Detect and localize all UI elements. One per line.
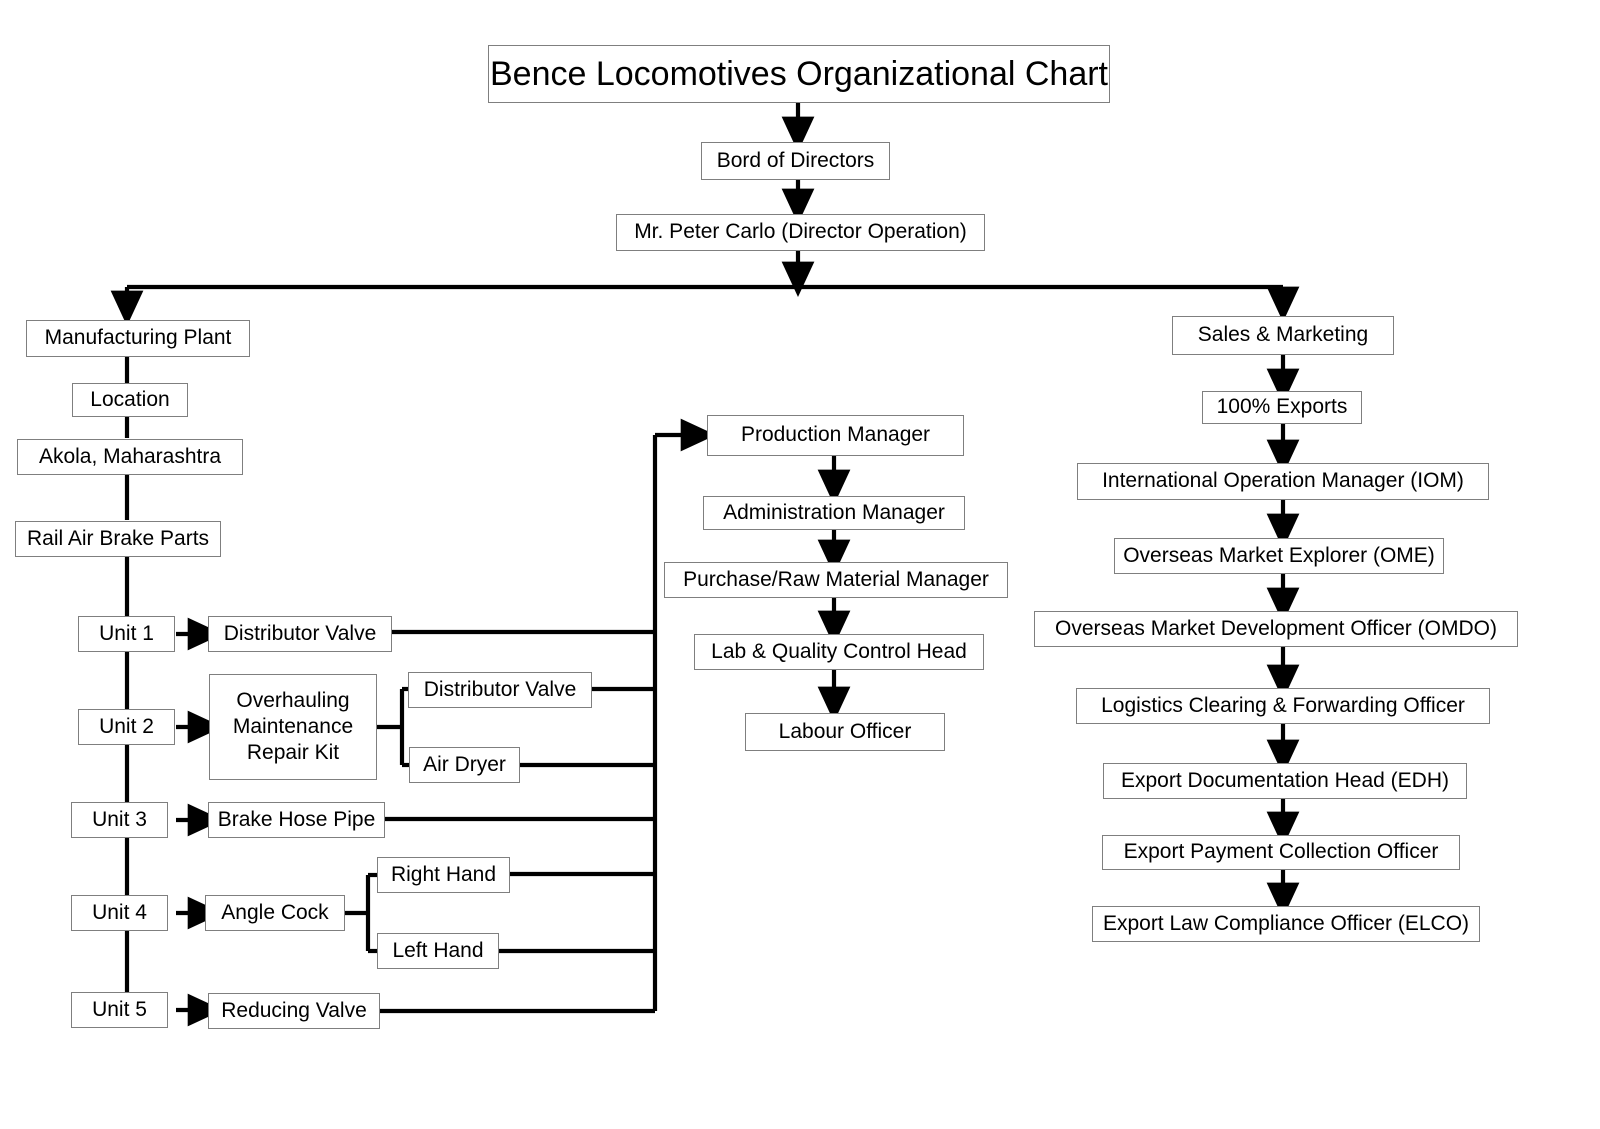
node-unit-5[interactable]: Unit 5 — [71, 992, 168, 1028]
node-logistics-clearing-forwarding-officer[interactable]: Logistics Clearing & Forwarding Officer — [1076, 688, 1490, 724]
node-production-manager[interactable]: Production Manager — [707, 415, 964, 456]
node-export-law-compliance-officer[interactable]: Export Law Compliance Officer (ELCO) — [1092, 906, 1480, 942]
node-subproduct-air-dryer[interactable]: Air Dryer — [409, 747, 520, 783]
node-location[interactable]: Location — [72, 383, 188, 417]
node-overseas-market-development-officer[interactable]: Overseas Market Development Officer (OMD… — [1034, 611, 1518, 647]
node-akola-maharashtra[interactable]: Akola, Maharashtra — [17, 439, 243, 475]
node-export-documentation-head[interactable]: Export Documentation Head (EDH) — [1103, 763, 1467, 799]
node-board-of-directors[interactable]: Bord of Directors — [701, 142, 890, 180]
node-subproduct-left-hand[interactable]: Left Hand — [377, 933, 499, 969]
node-unit-4[interactable]: Unit 4 — [71, 895, 168, 931]
node-product-reducing-valve[interactable]: Reducing Valve — [208, 993, 380, 1029]
node-international-operation-manager[interactable]: International Operation Manager (IOM) — [1077, 463, 1489, 500]
node-sales-marketing[interactable]: Sales & Marketing — [1172, 316, 1394, 355]
node-export-payment-collection-officer[interactable]: Export Payment Collection Officer — [1102, 835, 1460, 870]
node-overseas-market-explorer[interactable]: Overseas Market Explorer (OME) — [1114, 538, 1444, 574]
node-subproduct-distributor-valve[interactable]: Distributor Valve — [408, 672, 592, 708]
node-labour-officer[interactable]: Labour Officer — [745, 713, 945, 751]
node-product-overhauling-kit[interactable]: Overhauling Maintenance Repair Kit — [209, 674, 377, 780]
node-purchase-raw-material-manager[interactable]: Purchase/Raw Material Manager — [664, 562, 1008, 598]
node-unit-2[interactable]: Unit 2 — [78, 709, 175, 745]
node-subproduct-right-hand[interactable]: Right Hand — [377, 857, 510, 893]
product-line-3: Repair Kit — [246, 741, 340, 765]
node-exports[interactable]: 100% Exports — [1202, 391, 1362, 424]
product-line-2: Maintenance — [232, 714, 354, 738]
node-administration-manager[interactable]: Administration Manager — [703, 496, 965, 530]
node-unit-1[interactable]: Unit 1 — [78, 616, 175, 652]
node-product-brake-hose-pipe[interactable]: Brake Hose Pipe — [208, 802, 385, 838]
node-unit-3[interactable]: Unit 3 — [71, 802, 168, 838]
node-rail-air-brake-parts[interactable]: Rail Air Brake Parts — [15, 521, 221, 557]
node-manufacturing-plant[interactable]: Manufacturing Plant — [26, 320, 250, 357]
chart-title: Bence Locomotives Organizational Chart — [488, 45, 1110, 103]
node-director-operation[interactable]: Mr. Peter Carlo (Director Operation) — [616, 214, 985, 251]
node-lab-quality-control-head[interactable]: Lab & Quality Control Head — [694, 634, 984, 670]
product-line-1: Overhauling — [236, 688, 350, 712]
node-product-angle-cock[interactable]: Angle Cock — [205, 895, 345, 931]
node-product-distributor-valve-unit1[interactable]: Distributor Valve — [208, 616, 392, 652]
